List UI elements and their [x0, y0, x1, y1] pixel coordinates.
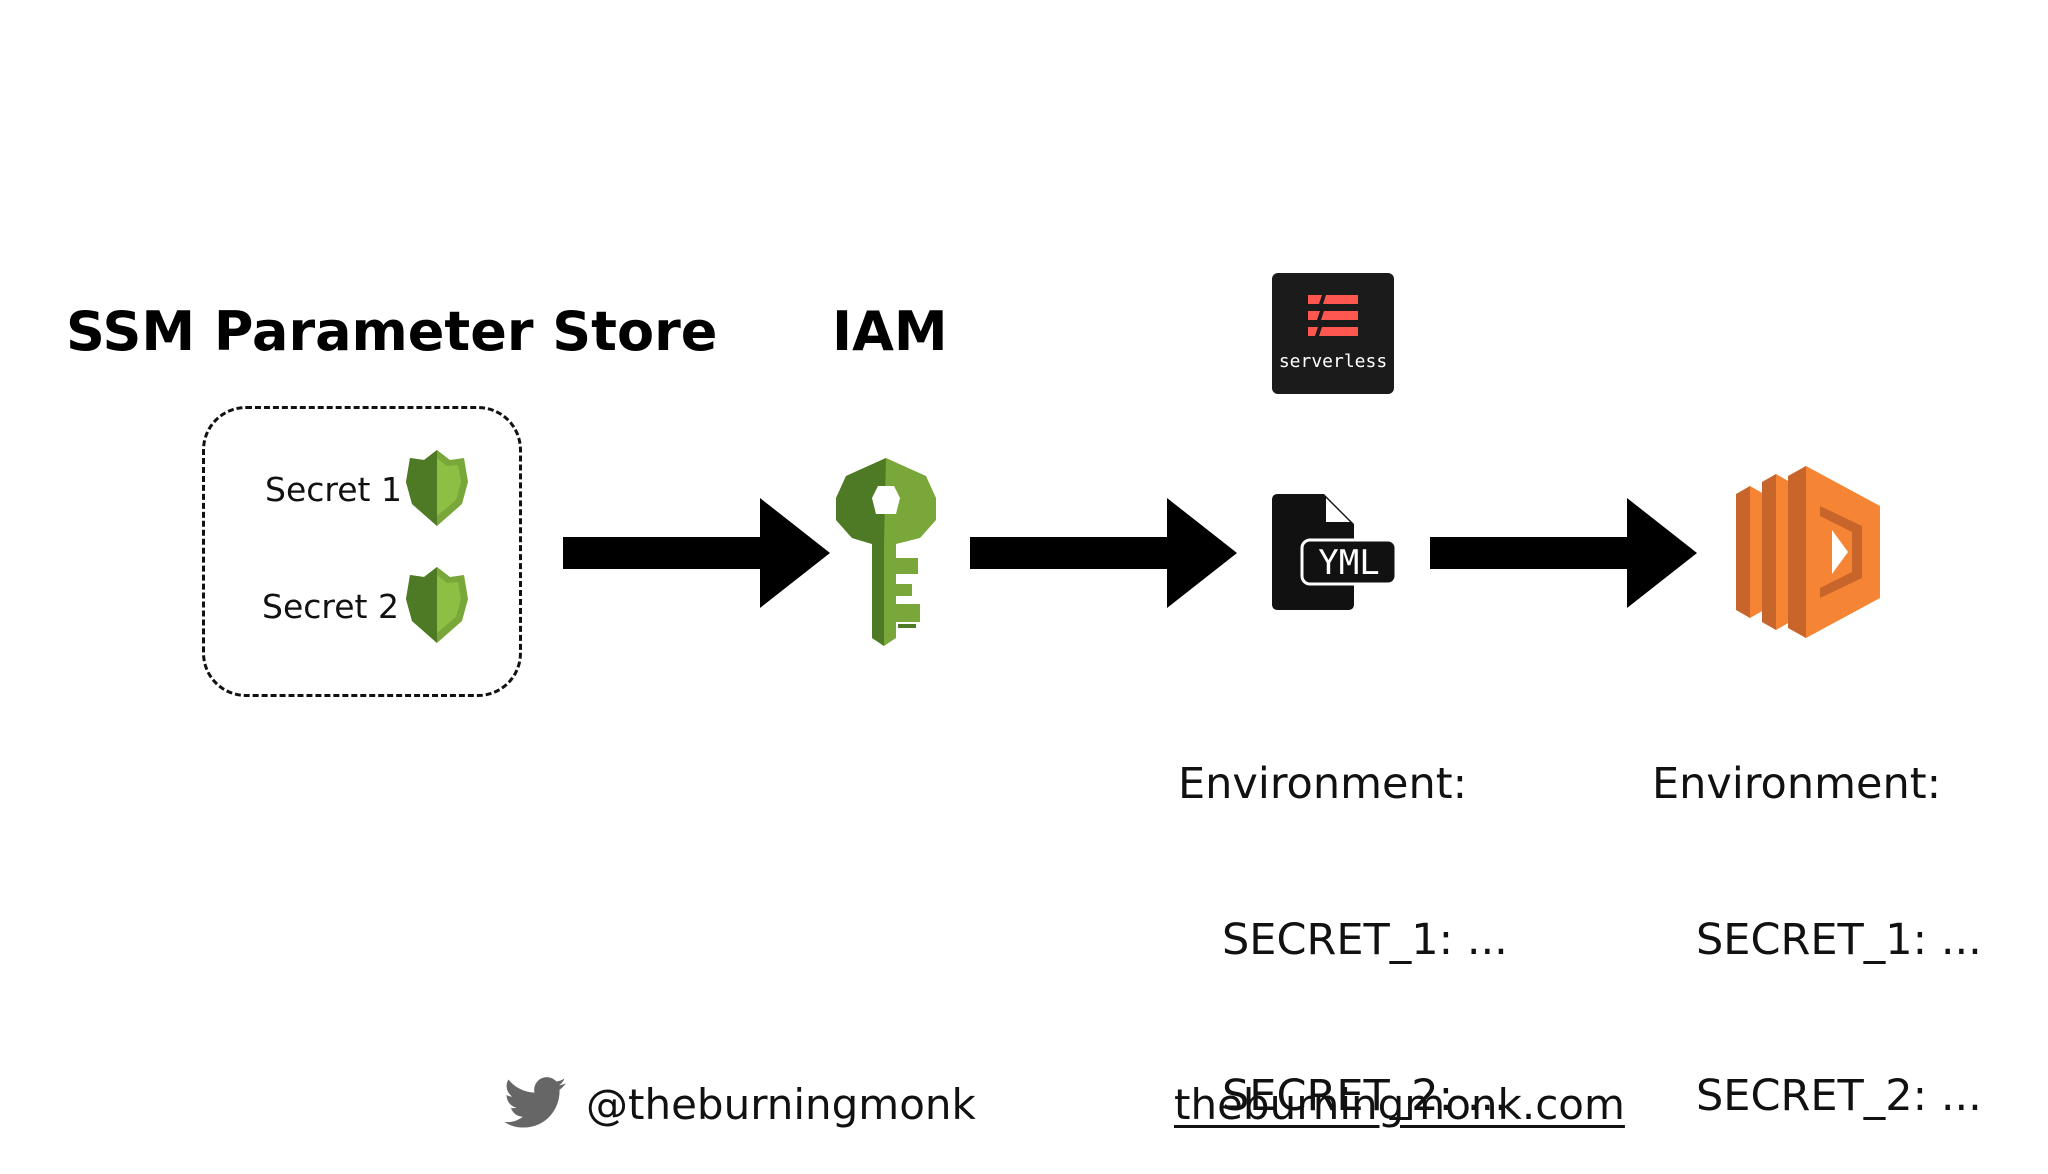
- lambda-icon: [1736, 466, 1880, 638]
- serverless-logo: serverless: [1272, 273, 1394, 394]
- yml-environment-block: Environment: SECRET_1: ... SECRET_2: ...: [1178, 654, 1508, 1174]
- serverless-logo-text: serverless: [1278, 351, 1388, 372]
- yml-env-line-secret-1: SECRET_1: ...: [1222, 915, 1508, 965]
- twitter-handle[interactable]: @theburningmonk: [586, 1080, 976, 1129]
- secret-2-label: Secret 2: [262, 587, 399, 626]
- kms-shield-icon: [406, 567, 468, 643]
- yml-env-line-secret-2: SECRET_2: ...: [1222, 1071, 1508, 1121]
- arrow-yml-to-lambda: [1430, 498, 1697, 608]
- twitter-bird-icon: [504, 1077, 566, 1128]
- yml-file-label: YML: [1318, 543, 1379, 583]
- iam-key-icon: [836, 458, 936, 646]
- lambda-environment-block: Environment: SECRET_1: ... SECRET_2: ...: [1652, 654, 1982, 1174]
- yml-environment-heading: Environment:: [1178, 759, 1468, 809]
- iam-title: IAM: [832, 300, 948, 363]
- lambda-env-line-secret-2: SECRET_2: ...: [1696, 1071, 1982, 1121]
- secret-1-label: Secret 1: [265, 470, 402, 509]
- arrow-iam-to-yml: [970, 498, 1237, 608]
- yml-file-icon: YML: [1272, 494, 1396, 610]
- ssm-parameter-store-title: SSM Parameter Store: [66, 300, 718, 363]
- kms-shield-icon: [406, 450, 468, 526]
- ssm-secrets-container: [202, 406, 522, 697]
- lambda-environment-heading: Environment:: [1652, 759, 1942, 809]
- lambda-env-line-secret-1: SECRET_1: ...: [1696, 915, 1982, 965]
- website-link[interactable]: theburningmonk.com: [1174, 1080, 1625, 1129]
- serverless-mark-icon: [1308, 295, 1358, 336]
- arrow-ssm-to-iam: [563, 498, 830, 608]
